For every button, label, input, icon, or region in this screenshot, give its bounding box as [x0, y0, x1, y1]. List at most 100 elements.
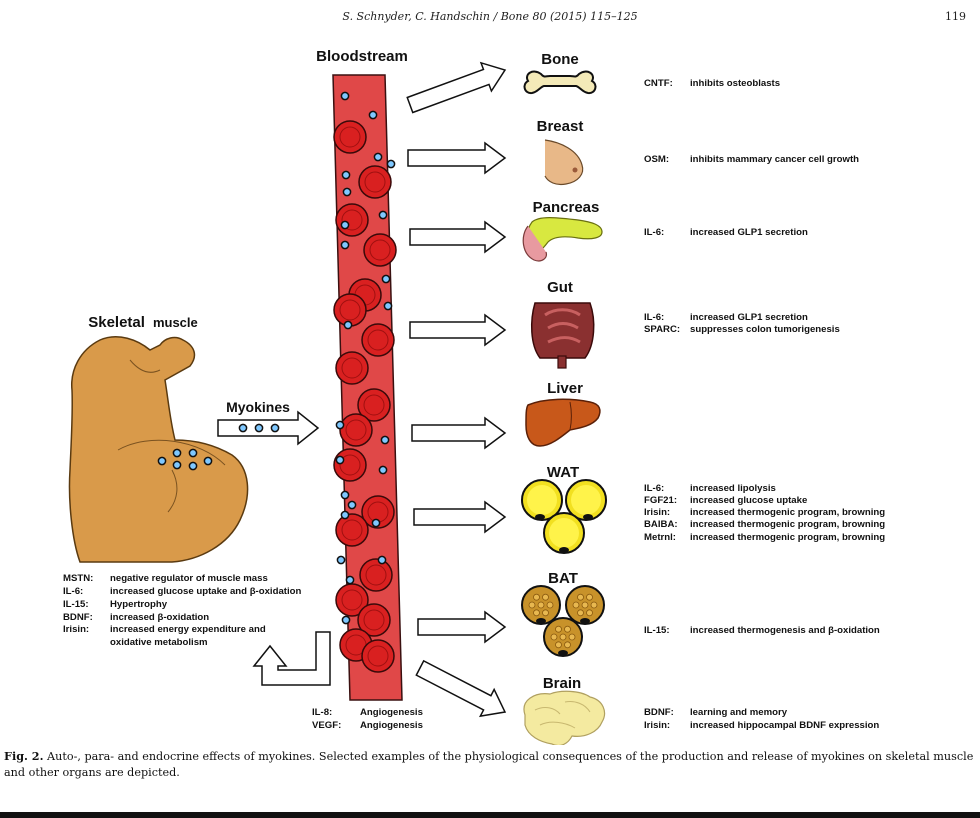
blood-cell-rim: [341, 519, 363, 541]
brain-factor-2: Irisin:: [644, 720, 670, 731]
fat-droplet: [564, 641, 571, 649]
blood-cell: [358, 165, 392, 199]
organ-arrow: [411, 416, 507, 450]
fat-droplet: [533, 593, 540, 601]
blood-cell: [335, 513, 369, 547]
blood-cell: [339, 413, 373, 447]
muscle-factor-3: IL-15:: [63, 599, 89, 610]
blood-cell-rim: [367, 329, 389, 351]
fat-droplet: [581, 601, 589, 609]
muscle-effect-5: increased energy expenditure and: [110, 624, 266, 635]
fat-droplet: [555, 625, 562, 633]
wat-factor-2: FGF21:: [644, 495, 677, 506]
blood-cell-rim: [363, 609, 385, 631]
organ-label-liver: Liver: [547, 380, 583, 397]
organ-label-wat: WAT: [547, 464, 579, 481]
blood-cell: [361, 323, 395, 357]
wat-factor-4: BAIBA:: [644, 519, 678, 530]
myokine-particle: [340, 91, 350, 101]
brain-effect-2: increased hippocampal BDNF expression: [690, 720, 879, 731]
muscle-myokine-particles: [157, 448, 213, 471]
blood-cell: [361, 639, 395, 673]
myokine-particles: [335, 91, 396, 625]
wat-effect-3: increased thermogenic program, browning: [690, 507, 885, 518]
vessel-effect-1: Angiogenesis: [360, 707, 423, 718]
wat-effect-2: increased glucose uptake: [690, 495, 807, 506]
wat-factor-1: IL-6:: [644, 483, 664, 494]
vessel-factor-2: VEGF:: [312, 720, 341, 731]
bone-factor-1: CNTF:: [644, 78, 673, 89]
blood-cell-rim: [341, 357, 363, 379]
brain-effect-1: learning and memory: [690, 707, 788, 718]
myokine-particle: [383, 301, 393, 311]
fat-droplet: [577, 593, 584, 601]
myokine-particle: [345, 575, 355, 585]
organ-arrow: [406, 61, 507, 114]
myokine-particle: [340, 490, 350, 500]
gut-factor-1: IL-6:: [644, 312, 664, 323]
blood-cell: [359, 558, 393, 592]
bottom-rule: [0, 812, 980, 818]
muscle-factor-4: BDNF:: [63, 612, 93, 623]
muscle-factor-2: IL-6:: [63, 586, 83, 597]
organ-arrow: [413, 500, 507, 534]
blood-cell: [333, 448, 367, 482]
myokine-particle: [347, 500, 357, 510]
bat-effect-1: increased thermogenesis and β-oxidation: [690, 625, 880, 636]
muscle-effects: MSTN: negative regulator of muscle mass …: [63, 573, 302, 648]
fat-droplet: [528, 601, 536, 609]
gut-effect-1: increased GLP1 secretion: [690, 312, 808, 323]
brown-adipose-icon: [521, 585, 605, 657]
organ-label-pancreas: Pancreas: [533, 199, 600, 216]
fat-droplet: [555, 641, 562, 649]
myokine-particle: [340, 510, 350, 520]
blood-cell: [357, 603, 391, 637]
blood-cell: [335, 583, 369, 617]
fat-droplet: [542, 593, 549, 601]
myokine-particle: [341, 615, 351, 625]
muscle-factor-5: Irisin:: [63, 624, 89, 635]
myokine-particle: [368, 110, 378, 120]
bloodstream: [332, 74, 403, 701]
organ-label-gut: Gut: [547, 279, 573, 296]
blood-cells: [333, 120, 397, 673]
header-citation: S. Schnyder, C. Handschin / Bone 80 (201…: [342, 10, 638, 23]
myokine-particle: [371, 518, 381, 528]
brain-icon: [523, 690, 606, 745]
caption-label: Fig. 2.: [4, 749, 44, 763]
figure-caption: Fig. 2. Auto-, para- and endocrine effec…: [4, 748, 976, 781]
myokine-particle: [341, 170, 351, 180]
header-page-number: 119: [945, 10, 966, 23]
myokine-particle: [340, 220, 350, 230]
muscle-effect-1: negative regulator of muscle mass: [110, 573, 268, 584]
myokine-particle: [381, 274, 391, 284]
fat-droplet: [590, 601, 598, 609]
caption-text: Auto-, para- and endocrine effects of my…: [4, 750, 974, 779]
wat-factor-3: Irisin:: [644, 507, 670, 518]
organ-label-bone: Bone: [541, 51, 579, 68]
blood-cell-rim: [367, 645, 389, 667]
fat-droplet: [586, 609, 593, 617]
fat-droplet: [546, 601, 554, 609]
liver-icon: [525, 398, 601, 447]
organ-label-bat: BAT: [548, 570, 578, 587]
muscle-factor-1: MSTN:: [63, 573, 93, 584]
white-adipose-icon: [521, 479, 607, 554]
muscle-effect-3: Hypertrophy: [110, 599, 168, 610]
muscle-effect-4: increased β-oxidation: [110, 612, 209, 623]
muscle-effect-2: increased glucose uptake and β-oxidation: [110, 586, 302, 597]
running-header: S. Schnyder, C. Handschin / Bone 80 (201…: [0, 10, 980, 30]
fat-droplet: [550, 633, 558, 641]
myokine-particle: [380, 435, 390, 445]
blood-cell-rim: [369, 239, 391, 261]
muscle-label: Skeletal muscle: [88, 314, 198, 331]
brain-factor-1: BDNF:: [644, 707, 674, 718]
breast-icon: [544, 139, 584, 186]
gut-factor-2: SPARC:: [644, 324, 680, 335]
pancreas-effect-1: increased GLP1 secretion: [690, 227, 808, 238]
blood-cell-rim: [339, 126, 361, 148]
myokine-particle: [373, 152, 383, 162]
blood-cell: [335, 351, 369, 385]
myokine-particle: [342, 187, 352, 197]
